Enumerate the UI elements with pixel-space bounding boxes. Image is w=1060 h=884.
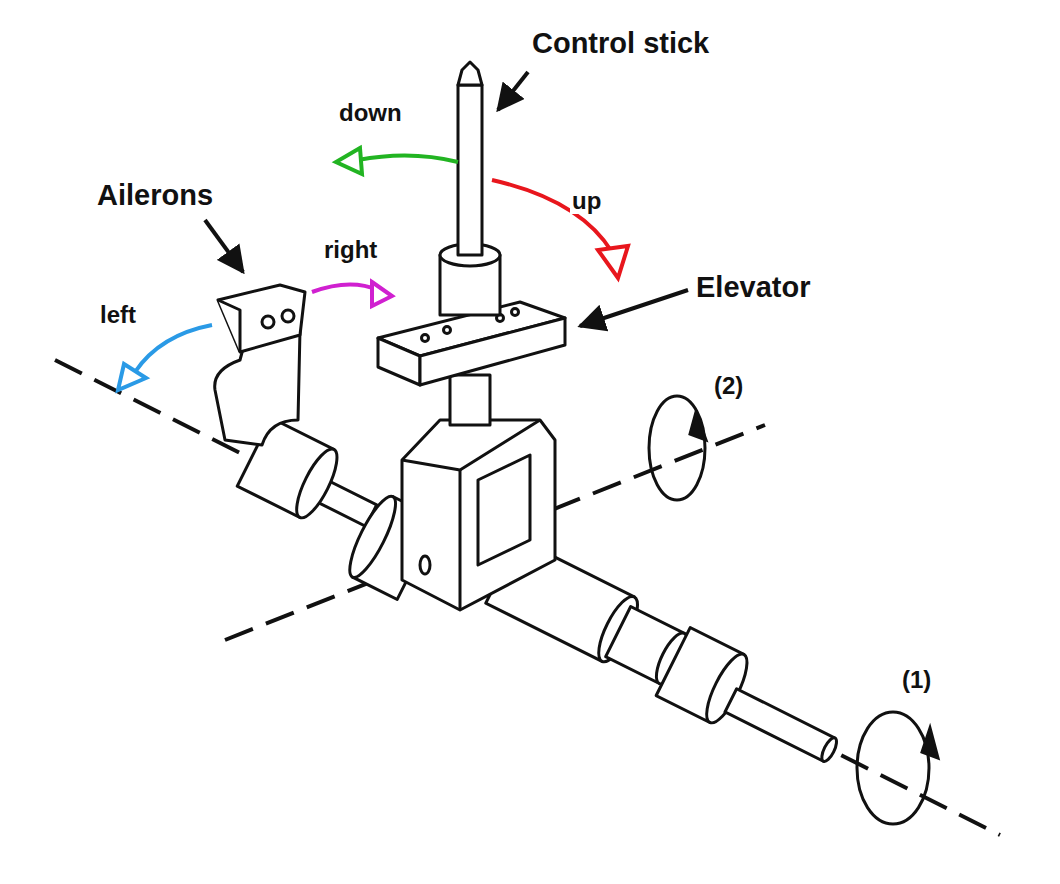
mechanism <box>215 62 840 763</box>
direction-label: right <box>322 237 379 263</box>
leader-arrow <box>205 72 688 326</box>
part-label: Ailerons <box>95 180 215 212</box>
direction-label: down <box>337 100 404 126</box>
direction-label: up <box>570 188 603 214</box>
direction-label: left <box>98 302 138 328</box>
part-label: Elevator <box>694 272 812 304</box>
part-label: Control stick <box>530 28 711 60</box>
rotation-symbol <box>649 396 938 824</box>
rotation-axis <box>55 360 1000 835</box>
callout-number: (1) <box>900 667 933 693</box>
callout-number: (2) <box>712 373 745 399</box>
